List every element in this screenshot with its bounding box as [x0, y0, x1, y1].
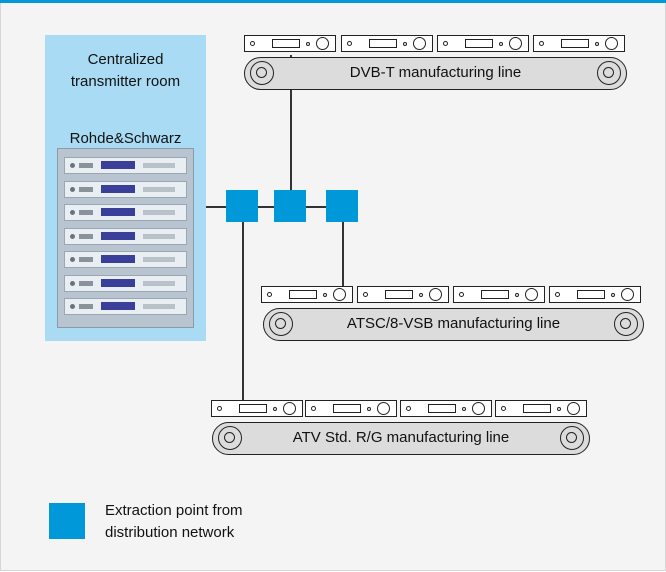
rack-unit: [64, 204, 187, 221]
dvbt-device-icon: [533, 35, 625, 52]
atv-device-icon: [211, 400, 303, 417]
atv-conveyor: ATV Std. R/G manufacturing line: [212, 422, 590, 455]
rack-unit: [64, 274, 187, 292]
dvbt-conveyor: DVB-T manufacturing line: [244, 57, 627, 90]
atv-feed-line: [242, 222, 244, 400]
legend-text: Extraction point from distribution netwo…: [105, 502, 243, 541]
atsc-line-label: ATSC/8-VSB manufacturing line: [346, 315, 561, 332]
transmitter-rack-icon: [57, 148, 194, 328]
rack-unit: [64, 227, 187, 245]
conveyor-roller-icon: [560, 426, 584, 450]
atsc-device-icon: [453, 286, 545, 303]
extraction-point-dvbt: [274, 190, 306, 222]
dvbt-feed-line: [290, 55, 292, 191]
atsc-device-icon: [549, 286, 641, 303]
atv-line-label: ATV Std. R/G manufacturing line: [292, 429, 510, 446]
top-accent-border: [0, 0, 666, 3]
conveyor-roller-icon: [597, 61, 621, 85]
room-brand: Rohde&Schwarz: [69, 130, 182, 147]
conveyor-roller-icon: [250, 61, 274, 85]
rack-unit: [64, 180, 187, 198]
dvbt-line-label: DVB-T manufacturing line: [349, 64, 522, 81]
atv-device-icon: [400, 400, 492, 417]
extraction-point-atv: [226, 190, 258, 222]
rack-unit: [64, 157, 187, 174]
conveyor-roller-icon: [218, 426, 242, 450]
atsc-conveyor: ATSC/8-VSB manufacturing line: [263, 308, 644, 341]
dvbt-device-icon: [437, 35, 529, 52]
atsc-feed-line: [342, 222, 344, 288]
conveyor-roller-icon: [614, 312, 638, 336]
legend-extraction-swatch: [49, 503, 85, 539]
rack-unit: [64, 251, 187, 268]
rack-unit: [64, 298, 187, 315]
room-title: Centralized transmitter room: [70, 51, 181, 90]
atv-device-icon: [495, 400, 587, 417]
atv-device-icon: [305, 400, 397, 417]
atsc-device-icon: [261, 286, 353, 303]
dvbt-device-icon: [244, 35, 336, 52]
conveyor-roller-icon: [269, 312, 293, 336]
atsc-device-icon: [357, 286, 449, 303]
dvbt-device-icon: [341, 35, 433, 52]
extraction-point-atsc: [326, 190, 358, 222]
